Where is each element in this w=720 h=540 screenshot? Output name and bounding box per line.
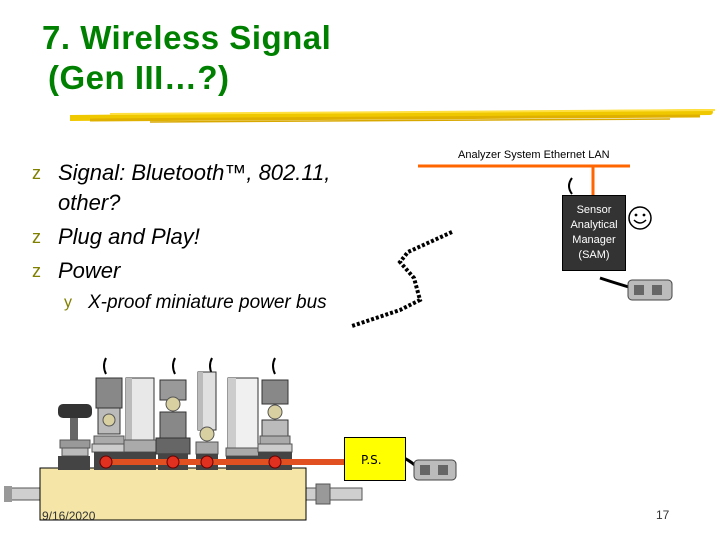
sub-bullet-marker: y <box>64 294 72 311</box>
power-bus-node <box>200 455 214 469</box>
title-line-2: (Gen III…?) <box>48 59 230 96</box>
footer-date: 9/16/2020 <box>42 509 96 523</box>
bullet-marker: z <box>32 261 41 281</box>
sub-bullet-power-bus: y X-proof miniature power bus <box>32 290 362 316</box>
lan-label: Analyzer System Ethernet LAN <box>458 149 610 161</box>
power-bus-node <box>166 455 180 469</box>
sam-label: Sensor Analytical Manager (SAM) <box>570 204 618 261</box>
sam-box: Sensor Analytical Manager (SAM) <box>562 195 626 271</box>
plug-icon <box>599 276 673 301</box>
page-number: 17 <box>656 508 670 522</box>
title-underline <box>70 109 716 123</box>
sensor <box>225 377 261 470</box>
bullet-marker: z <box>32 163 41 183</box>
bullet-signal: z Signal: Bluetooth™, 802.11, other? <box>32 158 362 218</box>
smiley-icon <box>628 206 652 230</box>
wireless-dotted-path <box>351 230 453 328</box>
bullet-power: z Power <box>32 256 362 286</box>
pipe-fitting <box>4 486 12 502</box>
bullet-text: Power <box>58 258 121 283</box>
power-bus-node <box>99 455 113 469</box>
bullet-text: Plug and Play! <box>58 224 200 249</box>
wireless-signal-icon <box>103 357 107 375</box>
bullet-text: Signal: Bluetooth™, 802.11, other? <box>58 160 331 215</box>
plug-icon <box>403 456 457 481</box>
pipe-fitting <box>315 483 331 505</box>
sensor <box>123 377 157 470</box>
sensor <box>155 379 191 470</box>
sensor <box>91 377 127 470</box>
sensor <box>195 371 219 470</box>
title-line-1: 7. Wireless Signal <box>42 19 332 56</box>
sub-bullet-text: X-proof miniature power bus <box>88 292 327 313</box>
valve-actuator <box>58 404 92 470</box>
manifold-block <box>39 467 307 521</box>
wireless-signal-icon <box>568 177 573 195</box>
wireless-signal-icon <box>172 357 176 375</box>
ps-label: P.S. <box>361 453 382 467</box>
power-supply-box: P.S. <box>344 437 406 481</box>
wireless-signal-icon <box>272 357 276 375</box>
power-bus-node <box>268 455 282 469</box>
bullet-plug-and-play: z Plug and Play! <box>32 222 362 252</box>
slide-title: 7. Wireless Signal (Gen III…?) <box>42 18 331 98</box>
bullet-marker: z <box>32 227 41 247</box>
